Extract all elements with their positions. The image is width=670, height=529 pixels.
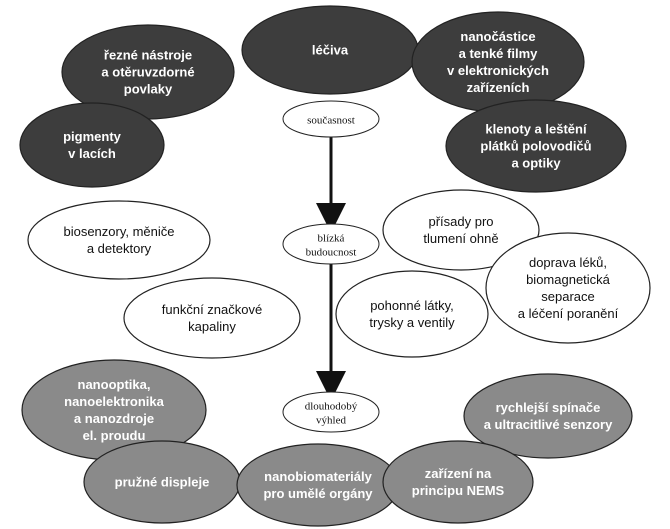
node-pohonne-label-line: pohonné látky, <box>370 298 454 313</box>
node-funkcni-label-line: kapaliny <box>188 319 236 334</box>
node-pruzne-label-line: pružné displeje <box>115 475 210 490</box>
node-nanocastice-label-line: v elektronických <box>447 63 549 78</box>
node-biosenzory-label-line: a detektory <box>87 241 152 256</box>
node-pohonne-label: pohonné látky, trysky a ventily <box>369 298 455 330</box>
stage-soucasnost-label: současnost <box>307 115 355 127</box>
node-doprava-label-line: doprava léků, <box>529 255 607 270</box>
node-nems-label-line: zařízení na <box>425 466 492 481</box>
node-nanooptika-label-line: nanooptika, <box>78 377 151 392</box>
node-pigmenty-label-line: pigmenty <box>63 129 122 144</box>
stage-blizka-label-line: blízká <box>318 233 345 245</box>
node-nanobio-label-line: pro umělé orgány <box>263 486 373 501</box>
node-nanocastice-label-line: a tenké filmy <box>459 46 539 61</box>
node-nems: zařízení na principu NEMS <box>382 440 534 524</box>
node-klenoty-ellipse <box>445 99 627 193</box>
node-klenoty-label: klenoty a leštění plátků polovodičů a opti… <box>480 122 591 171</box>
node-rychlejsi: rychlejší spínače a ultracitlivé senzory <box>463 373 633 459</box>
node-rychlejsi-label-line: a ultracitlivé senzory <box>484 417 613 432</box>
node-doprava-ellipse <box>485 232 651 344</box>
node-nems-label: zařízení na principu NEMS <box>412 466 505 498</box>
node-rezne: řezné nástroje a otěruvzdorné povlaky <box>61 24 235 120</box>
node-nanooptika-label-line: a nanozdroje <box>74 411 154 426</box>
node-doprava-label-line: biomagnetická <box>526 272 611 287</box>
node-nanooptika-label-line: el. proudu <box>83 428 146 443</box>
node-prisady-label-line: tlumení ohně <box>423 231 498 246</box>
node-leciva-label-line: léčiva <box>312 43 349 58</box>
stage-dlouhodoby-label: dlouhodobý výhled <box>305 401 358 427</box>
stage-blizka-label: blízká budoucnost <box>306 233 357 259</box>
node-nanobio-label-line: nanobiomateriály <box>264 469 372 484</box>
node-pigmenty-label-line: v lacích <box>68 146 116 161</box>
node-pigmenty-label: pigmenty v lacích <box>63 129 122 161</box>
node-pohonne-label-line: trysky a ventily <box>369 315 455 330</box>
node-doprava-label-line: a léčení poranění <box>518 306 619 321</box>
node-rezne-label-line: a otěruvzdorné <box>101 65 194 80</box>
node-nanobio: nanobiomateriály pro umělé orgány <box>236 443 400 527</box>
node-rychlejsi-ellipse <box>463 373 633 459</box>
node-leciva: léčiva <box>241 5 419 95</box>
node-biosenzory-label: biosenzory, měniče a detektory <box>63 224 174 256</box>
node-funkcni-ellipse <box>123 277 301 359</box>
node-prisady-ellipse <box>382 189 540 271</box>
node-prisady-label: přísady pro tlumení ohně <box>423 214 498 246</box>
timeline-stages: současnost blízká budoucnost dlouhodobý výhl… <box>282 100 380 433</box>
node-prisady: přísady pro tlumení ohně <box>382 189 540 271</box>
stage-blizka-ellipse <box>282 223 380 265</box>
stage-dlouhodoby-label-line: výhled <box>316 415 346 427</box>
node-nanobio-ellipse <box>236 443 400 527</box>
stage-dlouhodoby-label-line: dlouhodobý <box>305 401 358 413</box>
node-klenoty-label-line: klenoty a leštění <box>485 122 587 137</box>
stage-blizka-label-line: budoucnost <box>306 247 357 259</box>
node-funkcni-label-line: funkční značkové <box>162 302 262 317</box>
node-nanocastice: nanočástice a tenké filmy v elektronických… <box>411 11 585 113</box>
node-nanocastice-label: nanočástice a tenké filmy v elektronických… <box>447 29 549 95</box>
node-prisady-label-line: přísady pro <box>428 214 493 229</box>
node-klenoty-label-line: plátků polovodičů <box>480 139 591 154</box>
node-doprava-label: doprava léků, biomagnetická separace a léče… <box>518 255 619 321</box>
stage-soucasnost: současnost <box>282 100 380 138</box>
node-biosenzory-label-line: biosenzory, měniče <box>63 224 174 239</box>
node-pruzne: pružné displeje <box>83 440 241 524</box>
stage-blizka: blízká budoucnost <box>282 223 380 265</box>
node-rezne-label: řezné nástroje a otěruvzdorné povlaky <box>101 48 194 97</box>
node-pohonne-ellipse <box>335 270 489 358</box>
node-klenoty-label-line: a optiky <box>511 156 561 171</box>
stage-dlouhodoby-ellipse <box>282 391 380 433</box>
node-rezne-label-line: řezné nástroje <box>104 48 192 63</box>
node-pohonne: pohonné látky, trysky a ventily <box>335 270 489 358</box>
node-rychlejsi-label-line: rychlejší spínače <box>496 400 601 415</box>
node-nanooptika: nanooptika, nanoelektronika a nanozdroje el… <box>21 359 207 461</box>
stage-dlouhodoby: dlouhodobý výhled <box>282 391 380 433</box>
node-klenoty: klenoty a leštění plátků polovodičů a opti… <box>445 99 627 193</box>
node-nanooptika-label-line: nanoelektronika <box>64 394 164 409</box>
node-nanocastice-ellipse <box>411 11 585 113</box>
node-nanooptika-label: nanooptika, nanoelektronika a nanozdroje el… <box>64 377 164 443</box>
node-rychlejsi-label: rychlejší spínače a ultracitlivé senzory <box>484 400 613 432</box>
node-doprava: doprava léků, biomagnetická separace a léče… <box>485 232 651 344</box>
node-biosenzory-ellipse <box>27 200 211 280</box>
node-funkcni: funkční značkové kapaliny <box>123 277 301 359</box>
node-pruzne-label: pružné displeje <box>115 475 210 490</box>
node-funkcni-label: funkční značkové kapaliny <box>162 302 262 334</box>
diagram-nodes: řezné nástroje a otěruvzdorné povlaky léčiv… <box>19 5 651 527</box>
node-nanobio-label: nanobiomateriály pro umělé orgány <box>263 469 373 501</box>
stage-soucasnost-ellipse <box>282 100 380 138</box>
node-doprava-label-line: separace <box>541 289 594 304</box>
node-nems-label-line: principu NEMS <box>412 483 505 498</box>
node-leciva-label: léčiva <box>312 43 349 58</box>
node-nanocastice-label-line: nanočástice <box>460 29 535 44</box>
node-biosenzory: biosenzory, měniče a detektory <box>27 200 211 280</box>
node-pigmenty-ellipse <box>19 102 165 188</box>
node-rezne-label-line: povlaky <box>124 82 173 97</box>
node-pigmenty: pigmenty v lacích <box>19 102 165 188</box>
node-nanocastice-label-line: zařízeních <box>467 80 530 95</box>
stage-soucasnost-label-line: současnost <box>307 115 355 127</box>
node-nems-ellipse <box>382 440 534 524</box>
